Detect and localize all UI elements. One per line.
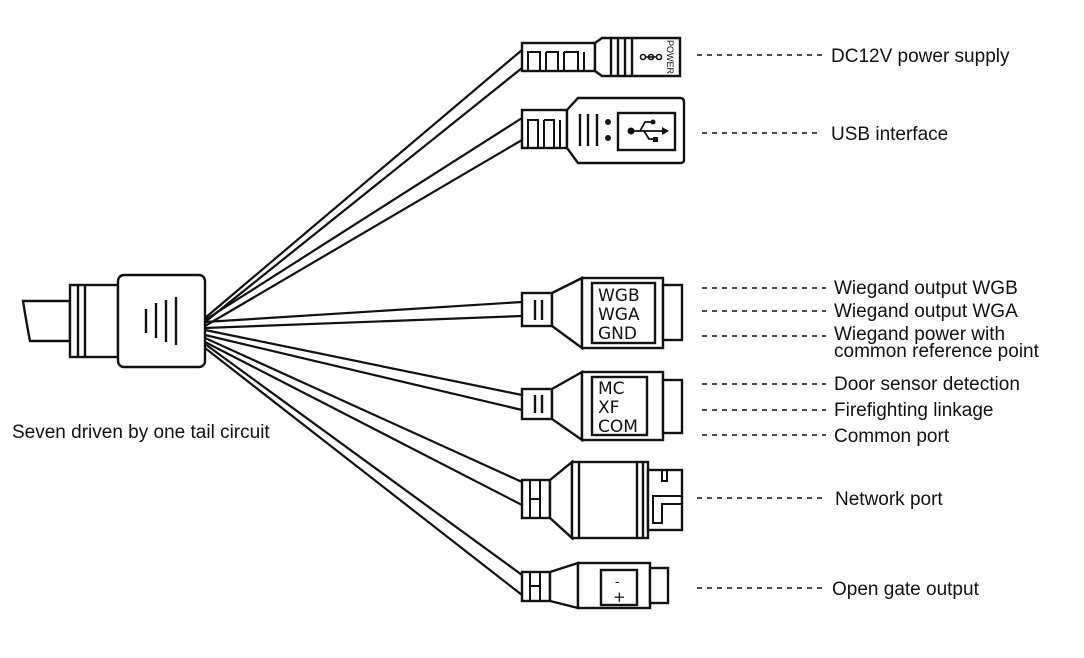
label-wiegand-power-2: common reference point (834, 341, 1040, 362)
label-wiegand-power: Wiegand power with (834, 324, 1005, 345)
wiegand-connector: WGB WGA GND (520, 276, 684, 351)
usb-icon (627, 119, 669, 142)
usb-connector (520, 96, 686, 165)
power-marking: POWER (665, 40, 675, 75)
marking-minus: - (615, 575, 620, 590)
network-connector (520, 459, 684, 541)
label-gate: Open gate output (832, 579, 980, 600)
label-power: DC12V power supply (831, 46, 1010, 67)
tail-label: Seven driven by one tail circuit (12, 422, 270, 443)
marking-wgb: WGB (598, 286, 640, 306)
marking-xf: XF (598, 398, 619, 418)
marking-com: COM (598, 417, 638, 437)
marking-wga: WGA (598, 305, 640, 325)
tail-connector (21, 273, 207, 369)
door-connector: MC XF COM (520, 369, 684, 443)
label-door: Door sensor detection (834, 374, 1020, 395)
marking-plus: + (613, 588, 626, 606)
marking-gnd: GND (598, 324, 637, 344)
label-wgb: Wiegand output WGB (834, 278, 1018, 299)
wires (204, 49, 523, 596)
label-network: Network port (835, 489, 943, 510)
marking-mc: MC (598, 379, 625, 399)
label-fire: Firefighting linkage (834, 400, 993, 421)
power-connector: POWER (520, 36, 682, 78)
label-usb: USB interface (831, 124, 948, 145)
leader-lines (697, 54, 826, 589)
label-wga: Wiegand output WGA (834, 301, 1018, 322)
gate-connector: - + (520, 561, 670, 610)
label-common: Common port (834, 426, 950, 447)
